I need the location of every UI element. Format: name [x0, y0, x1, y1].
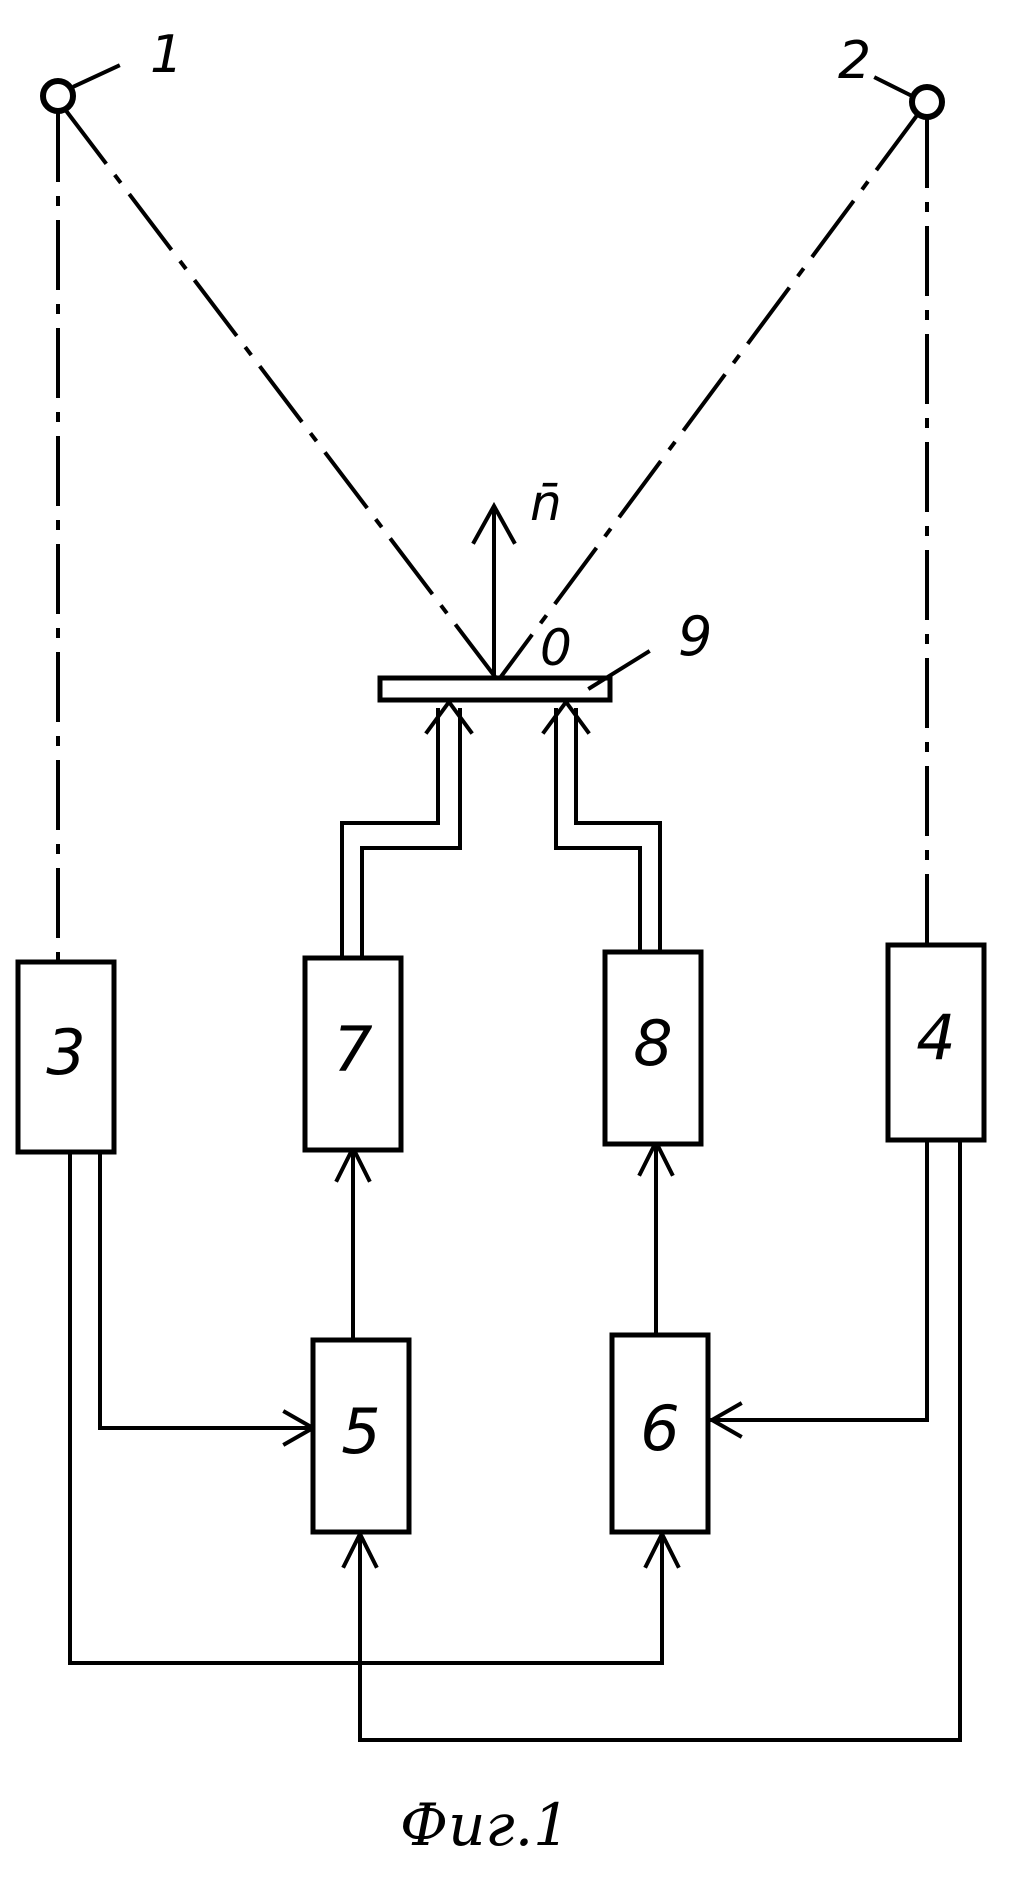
double-line-7-to-object — [342, 702, 471, 958]
beam-1-to-object — [64, 108, 496, 678]
normal-label: n̄ — [530, 474, 562, 532]
block-6-label: 6 — [640, 1392, 679, 1465]
sensor-1-label: 1 — [150, 25, 183, 85]
block-6: 6 — [612, 1335, 708, 1532]
line-3-to-5 — [100, 1150, 313, 1428]
block-5: 5 — [313, 1340, 409, 1532]
block-8-label: 8 — [633, 1007, 672, 1080]
double-line-8-to-object — [544, 702, 660, 952]
sensor-2-label: 2 — [838, 31, 871, 91]
block-4: 4 — [888, 945, 984, 1140]
sensor-2: 2 — [838, 31, 942, 117]
block-4-label: 4 — [916, 1001, 955, 1074]
origin-label: 0 — [540, 619, 572, 677]
block-3: 3 — [18, 962, 114, 1152]
block-7-label: 7 — [333, 1013, 372, 1086]
block-3-label: 3 — [46, 1016, 85, 1089]
figure-caption: Фиг.1 — [400, 1791, 570, 1859]
block-7: 7 — [305, 958, 401, 1150]
object-9-label: 9 — [678, 605, 712, 668]
line-4-to-6 — [712, 1142, 927, 1420]
sensor-1: 1 — [43, 25, 183, 111]
beam-2-to-object — [500, 114, 918, 678]
block-8: 8 — [605, 952, 701, 1144]
block-5-label: 5 — [341, 1395, 380, 1468]
